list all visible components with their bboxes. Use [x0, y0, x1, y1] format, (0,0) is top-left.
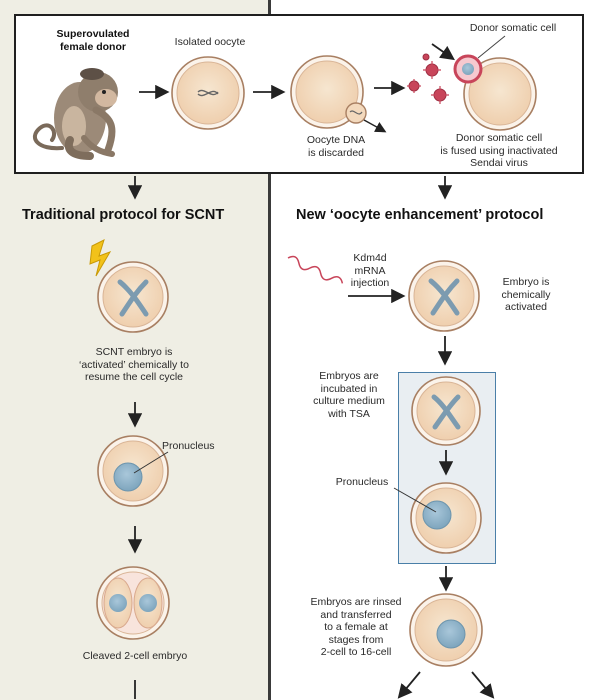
panel-divider — [268, 0, 271, 700]
activated-label: SCNT embryo is ‘activated’ chemically to… — [79, 346, 189, 383]
scnt-embryo-cell — [97, 261, 169, 333]
donor-label: Superovulated female donor — [56, 28, 130, 53]
lightning-bolt-icon — [89, 239, 112, 277]
pronucleus-embryo-cell-left — [97, 435, 169, 507]
monkey-donor-icon — [33, 68, 118, 160]
right-heading: New ‘oocyte enhancement’ protocol — [296, 207, 544, 223]
mrna-strand-icon — [287, 255, 344, 284]
embryo-activated-label: Embryo is chemically activated — [501, 276, 551, 313]
injected-embryo-cell — [408, 260, 480, 332]
fused-oocyte-cell — [431, 35, 537, 131]
isolated-oocyte-cell — [171, 56, 245, 130]
two-cell-embryo — [96, 566, 170, 640]
transfer-embryo-cell — [409, 593, 483, 667]
incubated-label: Embryos are incubated in culture medium … — [313, 370, 385, 420]
fused-label: Donor somatic cell is fused using inacti… — [440, 132, 558, 169]
cleaved-label: Cleaved 2-cell embryo — [82, 650, 188, 662]
left-heading: Traditional protocol for SCNT — [22, 207, 225, 223]
pronucleus-label-left: Pronucleus — [162, 440, 215, 452]
donor-somatic-cell-label: Donor somatic cell — [469, 22, 557, 34]
kdm4d-label: Kdm4d mRNA injection — [350, 252, 390, 289]
rinsed-label: Embryos are rinsed and transferred to a … — [310, 596, 402, 658]
tsa-embryo-cell-2 — [393, 482, 482, 554]
oocyte-dna-discarded-label: Oocyte DNA is discarded — [306, 134, 366, 159]
isolated-oocyte-label: Isolated oocyte — [174, 36, 246, 48]
tsa-embryo-cell-1 — [411, 376, 481, 446]
pronucleus-label-right: Pronucleus — [335, 476, 389, 488]
enucleated-oocyte-cell — [290, 55, 387, 133]
